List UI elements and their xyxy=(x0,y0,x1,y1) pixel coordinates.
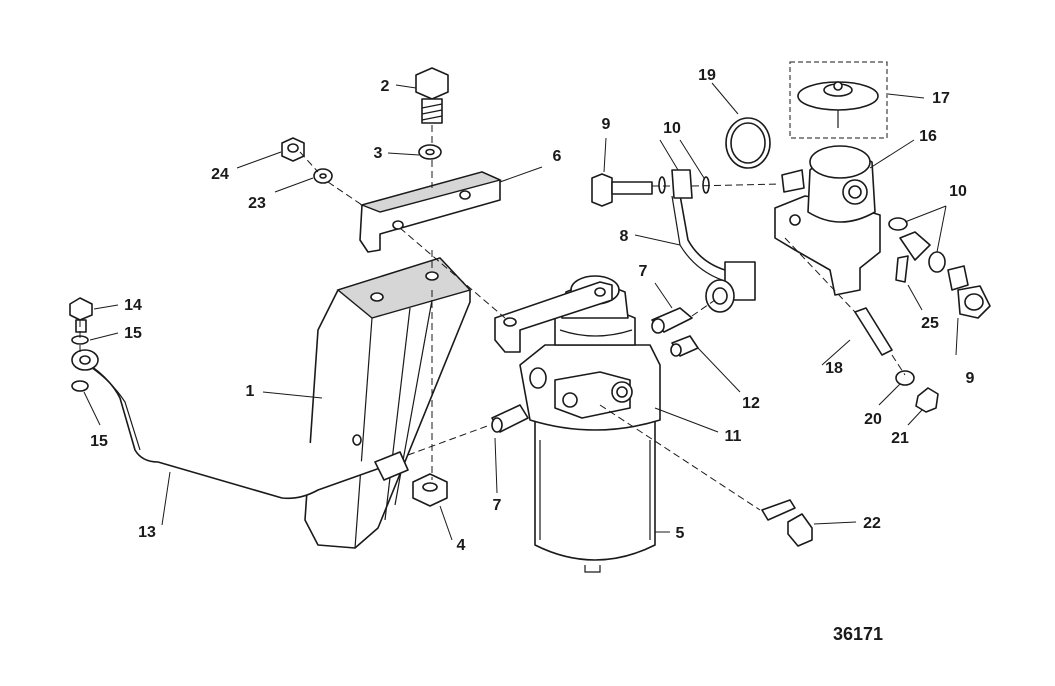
callout-1: 1 xyxy=(246,383,255,400)
figure-number: 36171 xyxy=(833,624,883,644)
callout-11: 11 xyxy=(725,428,742,445)
fuel-pump-part-16 xyxy=(774,145,881,296)
callout-4: 4 xyxy=(457,537,466,554)
callout-2: 2 xyxy=(381,78,390,95)
fuel-filter-part xyxy=(534,409,656,573)
callout-25: 25 xyxy=(921,315,939,332)
cover-part-17 xyxy=(789,61,888,139)
leader-lines xyxy=(83,82,959,541)
fitting-part-7a xyxy=(651,307,693,334)
callout-5: 5 xyxy=(676,525,685,542)
bracket-plate-part xyxy=(359,171,503,253)
callout-6: 6 xyxy=(553,148,562,165)
fitting-part-25 xyxy=(895,231,931,283)
fitting-part-7b xyxy=(491,404,529,433)
filter-head-part xyxy=(494,275,661,431)
bolt-part-2 xyxy=(415,67,449,124)
assembly-lines xyxy=(79,125,906,511)
washer-part-15b xyxy=(71,380,89,392)
washer-part-10c xyxy=(888,217,908,231)
callout-8: 8 xyxy=(620,228,629,245)
callout-23: 23 xyxy=(248,195,266,212)
banjo-bolt-part-14 xyxy=(69,297,93,333)
mounting-bracket-part xyxy=(304,257,472,549)
callout-12: 12 xyxy=(742,395,760,412)
callout-21: 21 xyxy=(891,430,909,447)
nut-part-24 xyxy=(281,137,305,162)
callout-19: 19 xyxy=(698,67,716,84)
callout-9a: 9 xyxy=(602,116,611,133)
callout-14: 14 xyxy=(124,297,142,314)
hose-part-8 xyxy=(671,169,756,313)
washer-part-10d xyxy=(928,251,946,273)
callout-16: 16 xyxy=(919,128,937,145)
o-ring-part-19 xyxy=(725,117,771,169)
washer-part-20 xyxy=(895,370,915,386)
washer-part-10a xyxy=(658,176,666,194)
fuel-line-part-13 xyxy=(71,349,409,500)
washer-part-23 xyxy=(313,168,333,184)
nut-part-21 xyxy=(915,387,939,413)
bolt-part-22 xyxy=(761,499,813,547)
callout-labels: 1 2 3 4 5 6 7 7 8 9 9 10 10 11 12 13 14 … xyxy=(90,67,974,554)
callout-22: 22 xyxy=(863,515,881,532)
callout-10b: 10 xyxy=(949,183,967,200)
bolt-part-9a xyxy=(591,173,653,207)
callout-17: 17 xyxy=(932,90,950,107)
washer-part-10b xyxy=(702,176,710,194)
stud-part-18 xyxy=(854,307,893,356)
washer-part-3 xyxy=(418,144,442,160)
plug-part-12 xyxy=(670,335,699,357)
callout-9b: 9 xyxy=(966,370,975,387)
callout-15b: 15 xyxy=(90,433,108,450)
callout-10a: 10 xyxy=(663,120,681,137)
callout-20: 20 xyxy=(864,411,882,428)
callout-18: 18 xyxy=(825,360,843,377)
nut-part-4 xyxy=(412,473,448,507)
callout-3: 3 xyxy=(374,145,383,162)
callout-7a: 7 xyxy=(639,263,648,280)
bolt-part-9b xyxy=(947,265,991,319)
callout-15a: 15 xyxy=(124,325,142,342)
callout-13: 13 xyxy=(138,524,156,541)
callout-24: 24 xyxy=(211,166,229,183)
callout-7b: 7 xyxy=(493,497,502,514)
